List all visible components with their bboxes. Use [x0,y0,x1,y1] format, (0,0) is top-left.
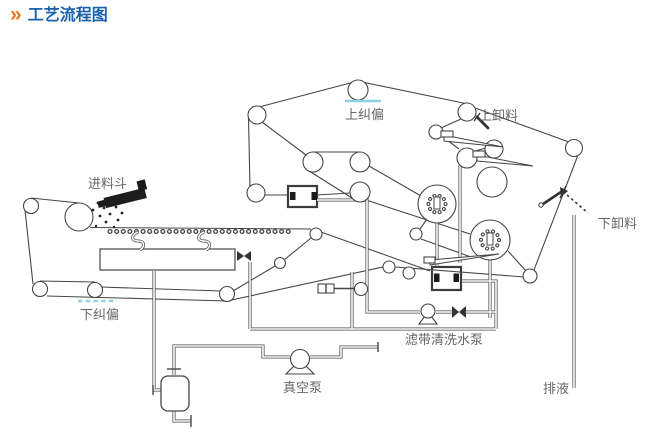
belt-wash-pump-icon [417,303,439,325]
pipes [152,165,576,423]
scraper-blades [423,130,534,266]
vacuum-pump-icon [284,348,316,375]
label-lower-discharge: 下卸料 [598,216,637,231]
rollers [22,79,584,303]
perforated-drum-lower [469,219,511,261]
bearing-box-upper [286,184,319,209]
label-lower-tracking: 下纠偏 [80,307,119,322]
page-title: 工艺流程图 [27,7,108,24]
label-belt-wash-pump: 滤带清洗水泵 [405,332,483,347]
belt-tensioner [317,283,355,294]
perforated-drum-upper [417,184,457,224]
feed-hopper-icon [97,179,148,209]
section-header: » 工艺流程图 [10,3,108,26]
vacuum-box [99,248,236,271]
label-drain: 排液 [543,381,569,396]
lower-discharge-spray [538,185,589,214]
feed-droplets [91,199,124,229]
filtrate-tank [160,375,190,412]
label-feed-hopper: 进料斗 [88,176,127,191]
label-upper-tracking: 上纠偏 [345,107,384,122]
upper-discharge-arrow [473,112,490,130]
suction-hoses [131,230,212,252]
bearing-box-lower [430,265,463,292]
label-vacuum-pump: 真空泵 [283,380,322,395]
wash-valve-icon [452,306,466,318]
chevron-icon: » [10,3,22,26]
pipe-flanges [152,342,379,427]
valve-icon [237,251,251,261]
belt-lines [24,81,579,302]
label-upper-discharge: 上卸料 [479,108,518,123]
